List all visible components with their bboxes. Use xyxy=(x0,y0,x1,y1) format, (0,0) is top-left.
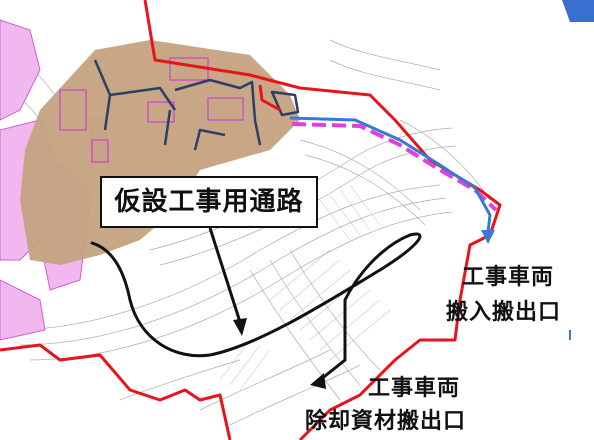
removal-label-line1: 工事車両 xyxy=(368,376,461,401)
tan-zone xyxy=(20,40,300,265)
temporary-road-label: 仮設工事用通路 xyxy=(100,176,318,228)
terrain-hatching xyxy=(219,184,391,391)
corner-tab-icon xyxy=(562,0,594,22)
navy-building-outlines xyxy=(93,59,300,151)
blue-arrowhead xyxy=(481,230,495,244)
entrance-label-line1: 工事車両 xyxy=(462,265,555,290)
temporary-road-path xyxy=(90,232,422,382)
road-leader-line xyxy=(208,227,242,323)
road-leader-arrowhead xyxy=(233,318,247,336)
entrance-label-line2: 搬入搬出口 xyxy=(446,300,562,325)
vehicle-route-blue xyxy=(289,116,492,233)
removal-label-line2: 除却資材搬出口 xyxy=(305,409,467,434)
removal-arrowhead xyxy=(310,373,326,389)
site-boundary xyxy=(0,0,502,440)
